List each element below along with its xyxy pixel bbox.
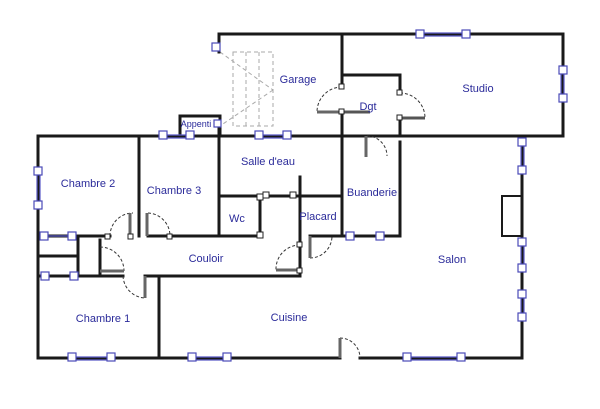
room-label-chambre-1: Chambre 1 [75,313,131,325]
room-label-placard: Placard [299,211,337,223]
wall-nodes [104,83,403,274]
room-label-chambre-2: Chambre 2 [60,178,116,190]
room-label-appenti: Appenti [180,119,212,129]
windows [33,29,568,362]
doors [99,86,426,359]
room-label-couloir: Couloir [188,253,224,265]
room-label-wc: Wc [229,213,245,225]
room-label-cuisine: Cuisine [270,312,308,324]
room-label-dgt: Dgt [359,101,377,113]
room-label-studio: Studio [462,83,494,95]
staircase [219,51,274,127]
room-label-salon: Salon [437,254,467,266]
room-label-buanderie: Buanderie [346,187,398,199]
room-label-chambre-3: Chambre 3 [146,185,202,197]
room-label-salle-deau: Salle d'eau [240,156,296,168]
room-label-garage: Garage [279,74,317,86]
